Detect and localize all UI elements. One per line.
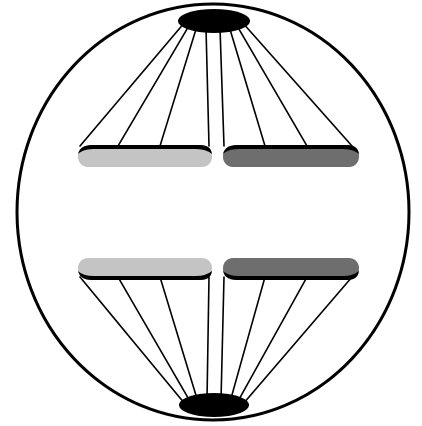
cell-membrane xyxy=(17,4,409,420)
chromosome-body xyxy=(78,146,212,167)
chromosome-body xyxy=(223,258,359,279)
spindle-fiber xyxy=(80,277,185,404)
upper-left-chromosome xyxy=(78,145,212,167)
spindle-fiber xyxy=(220,28,224,146)
spindle-fiber xyxy=(118,277,191,403)
lower-centrosome xyxy=(179,393,249,417)
spindle-fiber xyxy=(207,277,209,400)
lower-left-chromosome xyxy=(78,258,212,280)
chromosome-body xyxy=(78,258,212,279)
upper-right-chromosome xyxy=(223,145,359,167)
upper-centrosome xyxy=(178,9,250,33)
spindle-fiber xyxy=(206,28,209,146)
upper-spindle-fibers xyxy=(80,22,352,146)
spindle-fiber xyxy=(80,22,185,146)
lower-right-chromosome xyxy=(223,258,359,280)
spindle-fiber xyxy=(221,277,224,400)
lower-spindle-fibers xyxy=(80,277,352,404)
chromosome-body xyxy=(223,146,359,167)
